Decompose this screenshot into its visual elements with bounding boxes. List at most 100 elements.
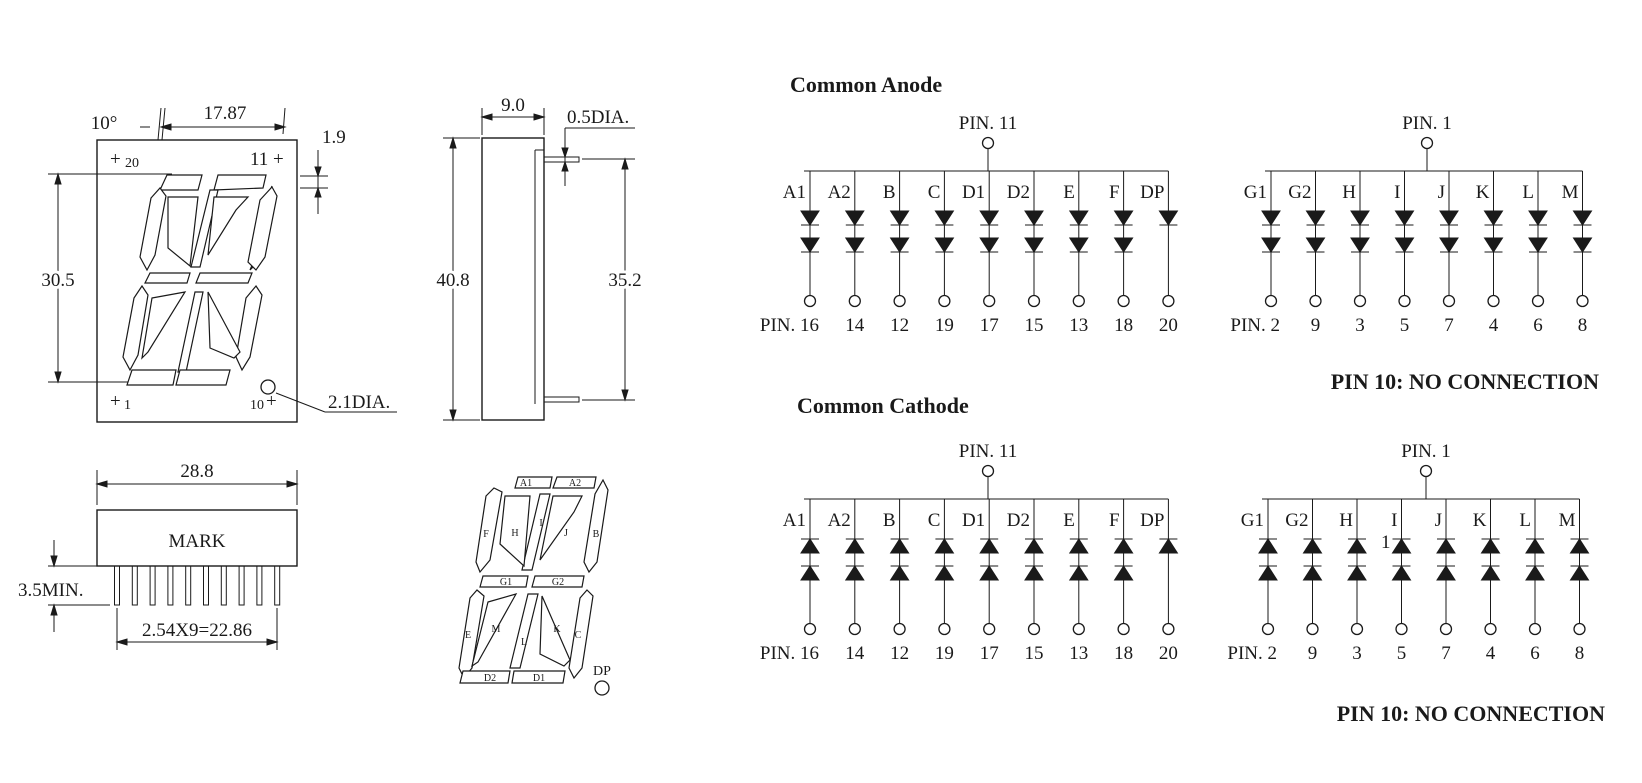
segment-pin-terminal [803, 294, 817, 308]
diode-triangle [1113, 538, 1134, 554]
segment-pin-terminal [893, 622, 906, 636]
segment-label: C [928, 182, 941, 203]
corner-mark-top-left: + [110, 149, 121, 170]
seg-label-g1: G1 [500, 577, 512, 588]
corner-pin-20: 20 [125, 156, 139, 171]
segment-pin-terminal [893, 294, 906, 308]
bottom-body [96, 509, 298, 567]
segment-pin-terminal [938, 294, 951, 308]
diode-triangle [979, 565, 1000, 581]
segment-label: DP [1140, 510, 1164, 531]
diode-triangle [1391, 565, 1412, 581]
segment-pin-number: 6 [1533, 315, 1543, 336]
segment-pin-number: 18 [1114, 643, 1133, 664]
diode-triangle [934, 210, 955, 226]
bottom-pin-row [114, 565, 281, 606]
diode-triangle [979, 538, 1000, 554]
diode-triangle [1024, 565, 1044, 581]
corner-mark-top-right: 11 + [250, 149, 284, 170]
segment-label: B [883, 182, 896, 203]
diode-triangle [934, 565, 955, 581]
common-pin-terminal [1420, 136, 1434, 150]
diode-triangle [1258, 565, 1278, 581]
diode-triangle [1436, 565, 1456, 581]
segment-pin-terminal [983, 294, 996, 308]
segment-label: A2 [828, 510, 851, 531]
segment-pin-terminal [1487, 294, 1500, 308]
diode-triangle [889, 210, 910, 226]
segment-pin-number: 12 [890, 643, 909, 664]
diode-triangle [1347, 538, 1367, 554]
segment-pin-terminal [1528, 622, 1542, 636]
segment-label: J [1438, 182, 1445, 203]
segment-pin-number: 5 [1397, 643, 1407, 664]
segment-label: F [1109, 510, 1120, 531]
diode-triangle [934, 237, 955, 253]
side-pin-bottom [543, 396, 580, 403]
diode-triangle [1394, 237, 1415, 253]
common-pin-terminal [981, 464, 995, 478]
diode-triangle [1305, 237, 1326, 253]
seg-label-f: F [483, 529, 489, 540]
segment-label: E [1063, 510, 1075, 531]
segment-pin-terminal [1072, 622, 1085, 636]
diode-triangle [1350, 210, 1370, 226]
diode-triangle [889, 237, 910, 253]
segment-pin-terminal [848, 622, 861, 636]
diode-triangle [1347, 565, 1367, 581]
side-pin-top [543, 156, 580, 163]
pin-pitch-dim: 2.54X9=22.86 [142, 620, 252, 641]
diode-triangle [1483, 210, 1504, 226]
segment-pin-terminal [1484, 622, 1497, 636]
common-pin-terminal [981, 136, 995, 150]
segment-pin-terminal [1117, 294, 1130, 308]
segment-label: D2 [1007, 510, 1030, 531]
seg-label-m: M [492, 624, 501, 635]
mark-label: MARK [168, 531, 225, 552]
anode-no-connection-note: PIN 10: NO CONNECTION [1331, 369, 1599, 394]
diode-triangle [1525, 565, 1545, 581]
segment-pin-number: 19 [935, 315, 954, 336]
segment-pin-number: PIN. 16 [760, 315, 819, 336]
segment-label: G2 [1285, 510, 1308, 531]
diode-triangle [1068, 237, 1089, 253]
front-width-dim: 17.87 [204, 103, 247, 124]
segment-label: C [928, 510, 941, 531]
diode-triangle [1480, 538, 1501, 554]
diode-triangle [800, 565, 820, 581]
side-body [481, 137, 545, 421]
segment-map: A1 A2 B C D1 D2 E F G1 G2 H I J K L M DP [458, 476, 611, 696]
bottom-pin [256, 565, 263, 606]
segment-pin-number: 9 [1311, 315, 1321, 336]
segment-pin-number: PIN. 16 [760, 643, 819, 664]
seg-label-k: K [553, 624, 561, 635]
segment-pin-number: 6 [1530, 643, 1540, 664]
stray-mark: 1 [1381, 532, 1391, 553]
segment-pin-number: 13 [1069, 643, 1088, 664]
segment-label: A1 [783, 182, 806, 203]
segment-pin-terminal [1353, 294, 1367, 308]
diode-triangle [889, 538, 910, 554]
segment-pin-number: PIN. 2 [1227, 643, 1277, 664]
seg-label-i: I [539, 518, 542, 529]
segment-pin-terminal [1072, 294, 1085, 308]
common-pin-label: PIN. 1 [1401, 441, 1451, 462]
diode-triangle [1068, 210, 1089, 226]
bottom-pin [220, 565, 227, 606]
segment-label: H [1339, 510, 1353, 531]
segment-label: M [1559, 510, 1576, 531]
segment-pin-terminal [1306, 622, 1319, 636]
segment-pin-terminal [1162, 294, 1175, 308]
segment-pin-number: 3 [1352, 643, 1362, 664]
segment-pin-number: 20 [1159, 315, 1178, 336]
diode-triangle [1525, 538, 1545, 554]
corner-pin-1: 1 [124, 398, 131, 413]
diode-triangle [1394, 210, 1415, 226]
diode-triangle [1439, 237, 1459, 253]
segment-pin-number: 7 [1444, 315, 1454, 336]
segment-label: D1 [962, 182, 985, 203]
pin-offset-dim: 1.9 [322, 127, 346, 148]
